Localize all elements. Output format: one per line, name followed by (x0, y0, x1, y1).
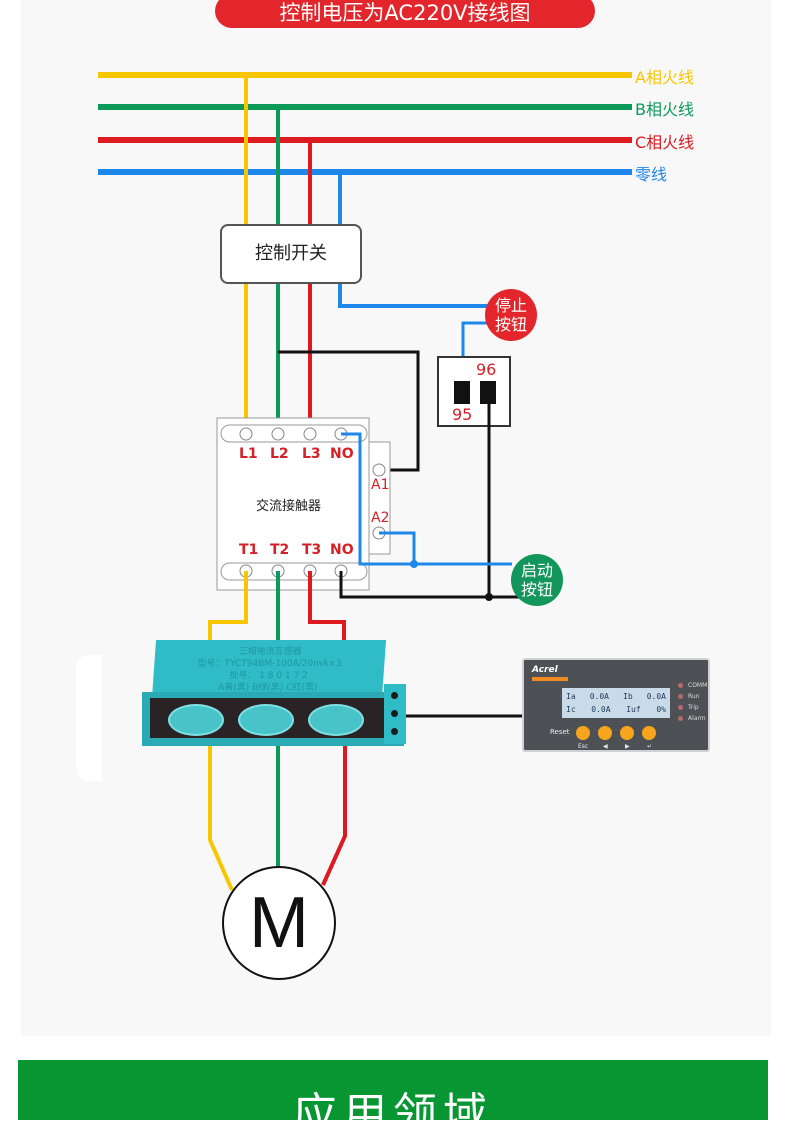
contactor-body (216, 417, 370, 591)
wiring-diagram (98, 72, 632, 891)
stop-button-line1: 停止 (494, 296, 527, 315)
wire-c-to-motor (321, 744, 347, 886)
terminal-96-label: 96 (476, 360, 497, 379)
terminal-no-bottom: NO (330, 542, 354, 558)
meter-left-icon: ◀ (603, 743, 608, 750)
meter-btn-right[interactable] (620, 726, 634, 740)
ct-terminal-ear (384, 684, 406, 744)
terminal-l1: L1 (239, 446, 258, 462)
lcd-ib-value: 0.0A (646, 692, 666, 701)
terminal-96-block (480, 381, 496, 404)
wire-t3-out (308, 571, 346, 648)
ct-line1: 三相电流互感器 (238, 647, 303, 657)
ct-label-plate: 三相电流互感器 型号：TYCT94BM-100A/20mA×3 批号： 1 8 … (151, 640, 387, 698)
contactor-bottom-rail (220, 562, 368, 581)
banner-title: 应用领域 (293, 1089, 493, 1140)
wire-no-bottom-to-start (339, 571, 520, 599)
stop-button: 停止按钮 (485, 289, 537, 341)
meter-esc-label: Esc (578, 743, 589, 750)
meter-brand-bar (532, 677, 568, 681)
start-button: 启动按钮 (511, 554, 563, 606)
start-button-line1: 启动 (520, 561, 553, 580)
wire-neutral-drop (338, 172, 512, 308)
lcd-ia-label: Ia (566, 692, 576, 701)
lcd-ib-label: Ib (623, 692, 633, 701)
meter-btn-left[interactable] (598, 726, 612, 740)
terminal-t1: T1 (239, 542, 259, 558)
terminal-95-label: 95 (452, 405, 473, 424)
section-banner: 应用领域 (18, 1060, 768, 1140)
terminal-l2: L2 (270, 446, 289, 462)
meter-reset-label: Reset (550, 728, 570, 736)
terminal-l3: L3 (302, 446, 321, 462)
terminal-no-top: NO (330, 446, 354, 462)
ct-reflection (76, 655, 102, 781)
control-switch: 控制开关 (220, 224, 362, 284)
junction-blue (410, 560, 418, 568)
terminal-t2: T2 (270, 542, 290, 558)
contactor-label: 交流接触器 (256, 499, 322, 514)
led-run: Run (678, 691, 707, 702)
ct-hole-b (238, 704, 294, 736)
meter-buttons (576, 726, 656, 740)
lcd-ia-value: 0.0A (589, 692, 609, 701)
motor-protector: Acrel Ia 0.0A Ib 0.0A Ic 0.0A Iuf 0% COM… (522, 658, 710, 752)
meter-right-icon: ▶ (625, 743, 630, 750)
led-alarm: Alarm (678, 713, 707, 724)
legend-phase-a: A相火线 (635, 68, 694, 87)
current-transformer: 三相电流互感器 型号：TYCT94BM-100A/20mA×3 批号： 1 8 … (142, 640, 406, 746)
meter-brand: Acrel (532, 665, 558, 675)
lcd-ic-label: Ic (566, 705, 576, 714)
ct-line3: 批号： 1 8 0 1 7 2 (228, 671, 309, 681)
lcd-ic-value: 0.0A (591, 705, 611, 714)
ct-hole-a (168, 704, 224, 736)
terminal-t3: T3 (302, 542, 322, 558)
meter-lcd: Ia 0.0A Ib 0.0A Ic 0.0A Iuf 0% (562, 688, 670, 718)
lcd-row-1: Ia 0.0A Ib 0.0A (566, 690, 666, 703)
wire-l2-to-a1 (278, 350, 420, 472)
led-trip: Trip (678, 702, 707, 713)
stop-button-line2: 按钮 (494, 315, 527, 334)
terminal-a1: A1 (371, 477, 390, 493)
junction-black (485, 593, 493, 601)
terminal-95-block (454, 381, 470, 404)
wire-t1-out (208, 571, 248, 648)
meter-enter-icon: ↵ (647, 743, 653, 750)
contactor-top-rail (220, 424, 368, 443)
led-comm: COMM (678, 680, 707, 691)
meter-btn-esc[interactable] (576, 726, 590, 740)
legend-phase-b: B相火线 (635, 100, 694, 119)
lcd-iuf-label: Iuf (626, 705, 641, 714)
start-button-line2: 按钮 (520, 580, 553, 599)
wire-a2-to-start (379, 531, 416, 564)
diagram-title: 控制电压为AC220V接线图 (215, 0, 595, 28)
lcd-row-2: Ic 0.0A Iuf 0% (566, 703, 666, 716)
meter-btn-enter[interactable] (642, 726, 656, 740)
legend-phase-c: C相火线 (635, 133, 695, 152)
terminal-a2: A2 (371, 510, 390, 526)
lcd-iuf-value: 0% (656, 705, 666, 714)
thermal-relay-box (437, 356, 511, 427)
meter-leds: COMM Run Trip Alarm (678, 680, 707, 724)
motor: M (222, 866, 336, 980)
wire-no-to-start (341, 432, 512, 566)
wire-a-to-motor (208, 744, 234, 891)
legend-neutral: 零线 (635, 165, 668, 184)
ct-line2: 型号：TYCT94BM-100A/20mA×3 (197, 659, 342, 669)
ct-hole-c (308, 704, 364, 736)
